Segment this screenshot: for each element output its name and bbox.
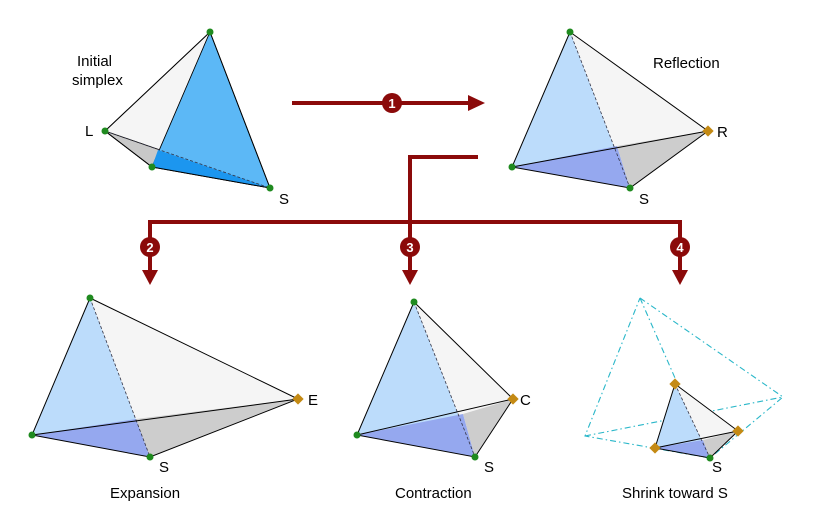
- contraction-label-c: C: [520, 392, 531, 409]
- connector-arrows: 1 2 3 4: [140, 93, 690, 285]
- expansion-bottom-face: [32, 419, 150, 457]
- expansion-label-e: E: [308, 392, 318, 409]
- shrink-hidden-edge: [674, 383, 711, 459]
- contraction-vertex-top: [410, 298, 418, 306]
- initial-vertex-s: [266, 184, 274, 192]
- reflection-inner-edge: [511, 130, 709, 168]
- initial-title-line-1: Initial: [77, 53, 112, 70]
- expansion-inner-edge: [31, 398, 299, 436]
- shrink-vertex-top: [669, 378, 681, 390]
- arrow-2-head: [142, 270, 158, 285]
- reflection-gray-face: [617, 131, 708, 188]
- step-badge-2: 2: [140, 237, 160, 257]
- reflection-vertex-top: [566, 28, 574, 36]
- reflection-label-s: S: [639, 191, 649, 208]
- contraction-title: Contraction: [395, 485, 472, 502]
- contraction-gray-face: [463, 399, 513, 457]
- arrow-3-head: [402, 270, 418, 285]
- expansion-panel: E S Expansion: [28, 294, 318, 502]
- contraction-hidden-edge: [413, 301, 476, 458]
- expansion-vertex-left: [28, 431, 36, 439]
- shrink-panel: S Shrink toward S: [584, 297, 784, 502]
- shrink-vertex-left: [649, 442, 661, 454]
- reflection-panel: Reflection R S: [508, 28, 728, 208]
- expansion-label-s: S: [159, 459, 169, 476]
- initial-title-line-2: simplex: [72, 72, 123, 89]
- contraction-inner-edge: [356, 398, 514, 436]
- step-number-3: 3: [406, 240, 413, 255]
- expansion-vertex-top: [86, 294, 94, 302]
- step-badge-4: 4: [670, 237, 690, 257]
- expansion-gray-face: [136, 399, 298, 457]
- contraction-vertex-c: [507, 393, 519, 405]
- shrink-bottom-face: [655, 440, 710, 458]
- shrink-label-s: S: [712, 459, 722, 476]
- initial-title: Initial simplex: [72, 53, 123, 89]
- expansion-vertex-s: [146, 453, 154, 461]
- shrink-gray-face: [703, 431, 738, 458]
- initial-label-s: S: [279, 191, 289, 208]
- reflection-label-r: R: [717, 124, 728, 141]
- reflection-vertex-left: [508, 163, 516, 171]
- contraction-panel: C S Contraction: [353, 298, 531, 502]
- arrow-4-head: [672, 270, 688, 285]
- expansion-vertex-e: [292, 393, 304, 405]
- shrink-title: Shrink toward S: [622, 485, 728, 502]
- shrink-vertex-s: [706, 454, 714, 462]
- step-number-2: 2: [146, 240, 153, 255]
- step-badge-1: 1: [382, 93, 402, 113]
- step-number-1: 1: [388, 96, 395, 111]
- reflection-left-face: [512, 32, 630, 188]
- reflection-vertex-s: [626, 184, 634, 192]
- initial-vertex-l: [101, 127, 109, 135]
- initial-front-lower-face: [152, 150, 270, 188]
- shrink-original-edge-1: [639, 297, 711, 459]
- initial-hidden-edge: [104, 130, 271, 189]
- expansion-left-face: [32, 298, 150, 457]
- contraction-label-s: S: [484, 459, 494, 476]
- initial-label-l: L: [85, 123, 93, 140]
- arrow-1-head: [468, 95, 485, 111]
- shrink-vertex-right: [732, 425, 744, 437]
- reflection-hidden-edge: [569, 31, 631, 189]
- step-number-4: 4: [676, 240, 684, 255]
- contraction-vertex-left: [353, 431, 361, 439]
- contraction-vertex-s: [471, 453, 479, 461]
- initial-simplex-panel: Initial simplex L S: [72, 28, 289, 208]
- branch-connector: [408, 155, 478, 222]
- reflection-title: Reflection: [653, 55, 720, 72]
- initial-vertex-front: [148, 163, 156, 171]
- reflection-bottom-face: [512, 146, 630, 188]
- expansion-title: Expansion: [110, 485, 180, 502]
- shrink-inner-edge: [654, 430, 739, 449]
- step-badge-3: 3: [400, 237, 420, 257]
- expansion-hidden-edge: [89, 297, 151, 458]
- contraction-bottom-face: [357, 414, 475, 457]
- initial-vertex-top: [206, 28, 214, 36]
- reflection-vertex-r: [702, 125, 714, 137]
